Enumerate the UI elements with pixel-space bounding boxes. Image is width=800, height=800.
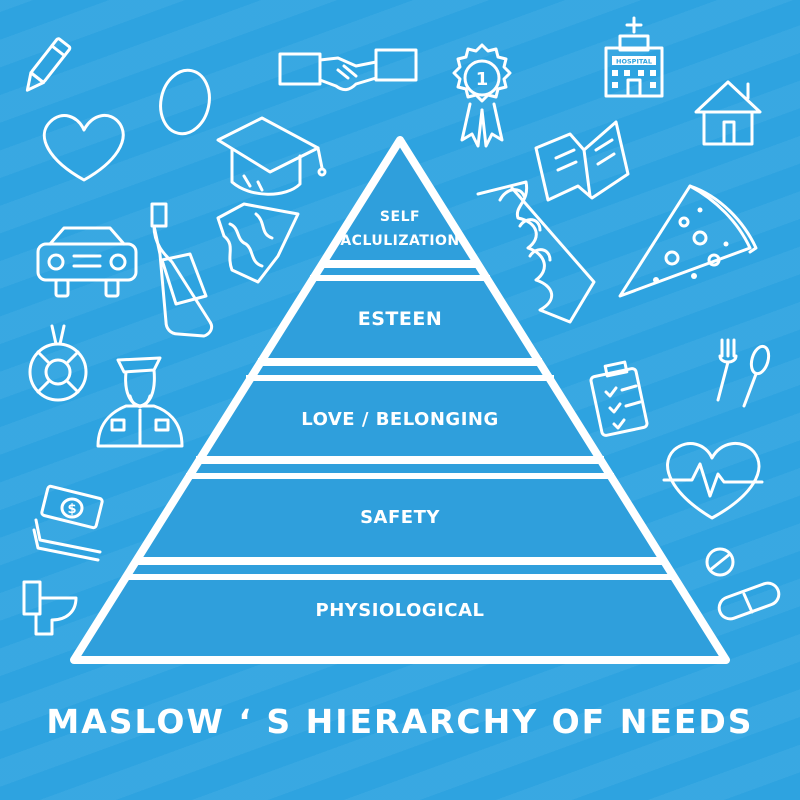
money-icon: $ bbox=[32, 484, 104, 562]
heart-icon bbox=[42, 114, 125, 182]
medal-icon: 1 bbox=[452, 43, 512, 148]
bottle-icon bbox=[150, 202, 214, 338]
hospital-icon: HOSPITAL bbox=[604, 16, 664, 98]
egg-icon bbox=[159, 68, 211, 136]
level-physiological-label: PHYSIOLOGICAL bbox=[315, 600, 485, 621]
pyramid bbox=[70, 136, 730, 664]
pizza-icon bbox=[618, 184, 758, 298]
pyramid-outline bbox=[70, 136, 730, 664]
money-symbol: $ bbox=[67, 502, 76, 517]
police-officer-icon bbox=[96, 356, 184, 448]
level-self-actualization-label: SELF ACLULIZATION bbox=[330, 205, 470, 253]
pills-icon bbox=[705, 547, 781, 621]
level-self-line1: SELF bbox=[379, 209, 421, 225]
page-title: MASLOW ‘ S HIERARCHY OF NEEDS bbox=[46, 702, 754, 741]
level-safety-label: SAFETY bbox=[360, 507, 440, 528]
heartbeat-icon bbox=[662, 442, 764, 520]
level-esteem-label: ESTEEN bbox=[357, 308, 443, 330]
clipboard-icon bbox=[589, 360, 649, 437]
lifebuoy-icon bbox=[28, 324, 88, 402]
hospital-label: HOSPITAL bbox=[616, 58, 652, 66]
graduation-cap-icon bbox=[216, 116, 327, 196]
car-icon bbox=[36, 226, 138, 298]
medal-number: 1 bbox=[476, 69, 489, 90]
pencil-icon bbox=[25, 37, 72, 92]
cutlery-icon bbox=[716, 338, 771, 408]
house-icon bbox=[694, 80, 762, 146]
toilet-icon bbox=[22, 580, 78, 636]
book-icon bbox=[534, 120, 630, 202]
handshake-icon bbox=[278, 48, 418, 92]
level-self-line2: ACLULIZATION bbox=[340, 233, 460, 249]
map-icon bbox=[216, 202, 300, 284]
level-love-belonging-label: LOVE / BELONGING bbox=[301, 409, 499, 430]
toe-separator-icon bbox=[476, 180, 596, 324]
